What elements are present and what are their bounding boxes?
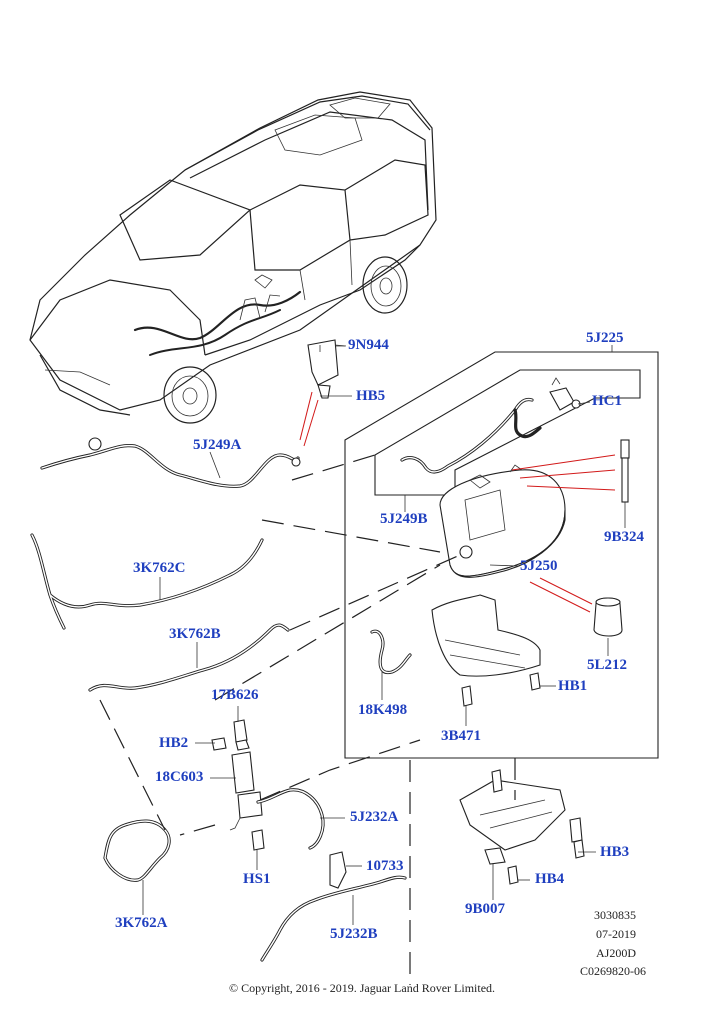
hose-HS1 xyxy=(251,829,265,851)
label-3K762C[interactable]: 3K762C xyxy=(133,560,186,576)
label-9B007[interactable]: 9B007 xyxy=(465,901,506,917)
bolt-HB1 xyxy=(529,672,541,691)
connection-lines xyxy=(99,345,516,985)
sensor-9B324 xyxy=(620,439,630,510)
label-HB1[interactable]: HB1 xyxy=(558,678,588,694)
sensor-HC1 xyxy=(549,377,581,411)
label-5J249B[interactable]: 5J249B xyxy=(380,511,428,527)
shield-3B471 xyxy=(431,594,541,677)
pipe-3K762B xyxy=(88,623,290,692)
label-10733[interactable]: 10733 xyxy=(366,858,404,874)
pipe-5J232B xyxy=(260,875,407,962)
pipe-18K498 xyxy=(370,629,412,675)
assembly-frame-5J225 xyxy=(344,351,659,759)
label-5J232B[interactable]: 5J232B xyxy=(330,926,378,942)
label-9N944[interactable]: 9N944 xyxy=(348,337,389,353)
label-17B626[interactable]: 17B626 xyxy=(211,687,259,703)
pipe-3K762A xyxy=(103,819,171,882)
label-3B471[interactable]: 3B471 xyxy=(441,728,482,744)
pipe-5J232A xyxy=(256,788,325,850)
label-18C603[interactable]: 18C603 xyxy=(155,769,204,785)
label-3K762A[interactable]: 3K762A xyxy=(115,915,168,931)
label-5J249A[interactable]: 5J249A xyxy=(193,437,242,453)
label-5J232A[interactable]: 5J232A xyxy=(350,809,399,825)
label-HB4[interactable]: HB4 xyxy=(535,871,565,887)
label-HB5[interactable]: HB5 xyxy=(356,388,386,404)
pipe-5J249B xyxy=(400,397,542,474)
pipe-3K762C xyxy=(30,533,264,630)
assembly-frame-5J249B xyxy=(374,369,641,496)
label-5J225[interactable]: 5J225 xyxy=(586,330,624,346)
bracket-9B007 xyxy=(459,769,583,865)
ref-model-code: AJ200D xyxy=(596,946,637,960)
vehicle-illustration xyxy=(29,91,437,424)
bracket-10733 xyxy=(329,851,347,889)
bracket-9N944 xyxy=(307,339,347,399)
bolt-3B471 xyxy=(461,685,473,707)
bolt-HB4 xyxy=(507,865,519,885)
leader-lines xyxy=(142,345,626,925)
fitting-17B626 xyxy=(233,719,250,751)
ref-number: 3030835 xyxy=(594,908,636,922)
label-HB2[interactable]: HB2 xyxy=(159,735,189,751)
bolt-HB3 xyxy=(573,839,585,859)
ref-illustration-code: C0269820-06 xyxy=(580,964,646,978)
label-5J250[interactable]: 5J250 xyxy=(520,558,558,574)
label-3K762B[interactable]: 3K762B xyxy=(169,626,221,642)
module-5L212 xyxy=(593,597,623,637)
label-HC1[interactable]: HC1 xyxy=(592,393,622,409)
pump-18C603 xyxy=(211,737,263,831)
pipe-5J249A xyxy=(40,437,301,488)
label-18K498[interactable]: 18K498 xyxy=(358,702,408,718)
label-HB3[interactable]: HB3 xyxy=(600,844,630,860)
tank-5J250 xyxy=(439,464,566,578)
label-9B324[interactable]: 9B324 xyxy=(604,529,645,545)
ref-date: 07-2019 xyxy=(596,927,636,941)
label-HS1[interactable]: HS1 xyxy=(243,871,271,887)
label-5L212[interactable]: 5L212 xyxy=(587,657,628,673)
copyright-notice: © Copyright, 2016 - 2019. Jaguar Land Ro… xyxy=(228,981,496,995)
